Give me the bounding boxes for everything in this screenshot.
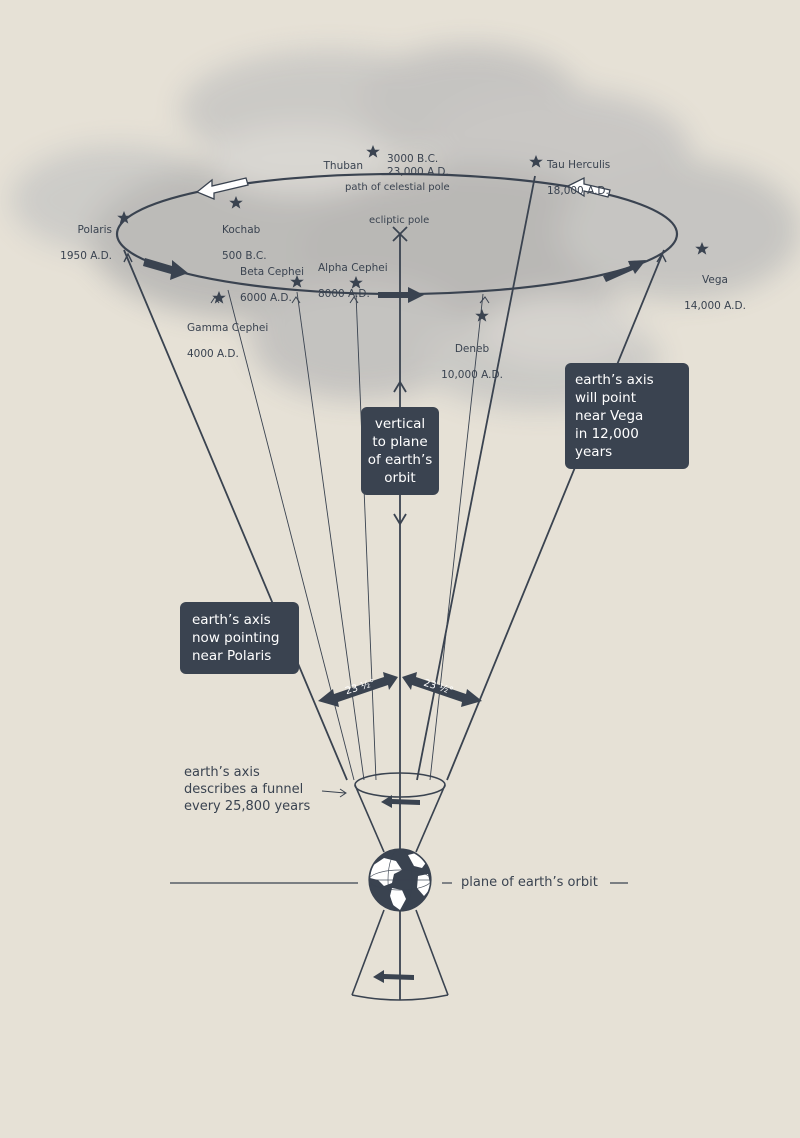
star-date: 4000 A.D. — [187, 348, 239, 360]
plane-of-orbit-label: plane of earth’s orbit — [461, 875, 598, 890]
cone-edge-right — [446, 249, 665, 781]
star-icon-alpha-cephei — [349, 276, 363, 289]
star-icon-thuban — [366, 145, 380, 158]
angle-arrow-left — [318, 672, 398, 707]
star-date: 500 B.C. — [222, 250, 267, 262]
callout-vertical-to-plane: vertical to plane of earth’s orbit — [361, 407, 439, 495]
star-date: 10,000 A.D. — [441, 369, 503, 381]
star-name: Kochab — [222, 224, 261, 236]
star-label-polaris: Polaris 1950 A.D. — [40, 211, 112, 263]
star-label-kochab: Kochab 500 B.C. — [222, 211, 292, 263]
angle-arrow-right — [402, 672, 482, 707]
star-name: Deneb — [454, 343, 490, 355]
white-arrow-right — [566, 176, 611, 198]
star-date: 3000 B.C. 23,000 A.D. — [387, 153, 449, 178]
callout-axis-near-polaris: earth’s axis now pointing near Polaris — [180, 602, 299, 674]
dark-arrow-left — [143, 258, 188, 280]
orbit-direction-arrows — [143, 176, 646, 303]
funnel-rotation-arrow-top — [381, 795, 420, 808]
star-date: 8000 A.D. — [318, 288, 370, 300]
dark-arrow-center — [378, 287, 424, 303]
star-icon-kochab — [229, 196, 243, 209]
cone-edge-left — [123, 249, 348, 781]
star-name: Vega — [702, 274, 728, 286]
star-name: Beta Cephei — [240, 266, 305, 278]
path-of-celestial-pole-label: path of celestial pole — [345, 182, 450, 193]
white-arrow-left — [195, 177, 249, 200]
star-icon-deneb — [475, 309, 489, 322]
thin-line-beta-cephei — [296, 291, 365, 781]
star-icon-tau-herculis — [529, 155, 543, 168]
star-date: 6000 A.D. — [240, 292, 292, 304]
star-label-beta-cephei: Beta Cephei 6000 A.D. — [240, 253, 320, 305]
star-label-vega: Vega 14,000 A.D. — [680, 261, 750, 313]
star-label-thuban: Thuban — [300, 147, 363, 173]
star-date: 1950 A.D. — [60, 250, 112, 262]
ecliptic-pole-label: ecliptic pole — [369, 215, 430, 226]
star-label-gamma-cephei: Gamma Cephei 4000 A.D. — [187, 309, 277, 361]
star-icon-polaris — [117, 211, 131, 224]
thin-line-alpha-cephei — [355, 293, 377, 781]
star-name: Thuban — [323, 160, 363, 172]
angle-arrows — [318, 672, 482, 707]
star-label-tau-herculis: Tau Herculis 18,000 A.D. — [547, 146, 637, 198]
star-date: 14,000 A.D. — [684, 300, 746, 312]
axis-line-tau-herculis — [416, 175, 536, 781]
star-name: Tau Herculis — [547, 159, 611, 171]
star-name: Alpha Cephei — [318, 262, 388, 274]
star-date: 18,000 A.D. — [547, 185, 609, 197]
callout-axis-near-vega: earth’s axis will point near Vega in 12,… — [565, 363, 689, 469]
dark-arrow-right — [603, 260, 646, 282]
star-label-deneb: Deneb 10,000 A.D. — [437, 330, 507, 382]
stars — [117, 145, 709, 322]
thin-line-deneb — [429, 293, 484, 781]
star-name: Gamma Cephei — [187, 322, 269, 334]
star-label-thuban-date: 3000 B.C. 23,000 A.D. — [387, 140, 477, 179]
star-icon-vega — [695, 242, 709, 255]
star-name: Polaris — [77, 224, 112, 236]
funnel-note: earth’s axis describes a funnel every 25… — [184, 765, 311, 814]
earth-globe-icon — [368, 848, 432, 912]
star-icon-gamma-cephei — [212, 291, 226, 304]
star-icon-beta-cephei — [290, 275, 304, 288]
star-label-alpha-cephei: Alpha Cephei 8000 A.D. — [318, 249, 398, 301]
funnel-rotation-arrow-bottom — [373, 970, 414, 983]
